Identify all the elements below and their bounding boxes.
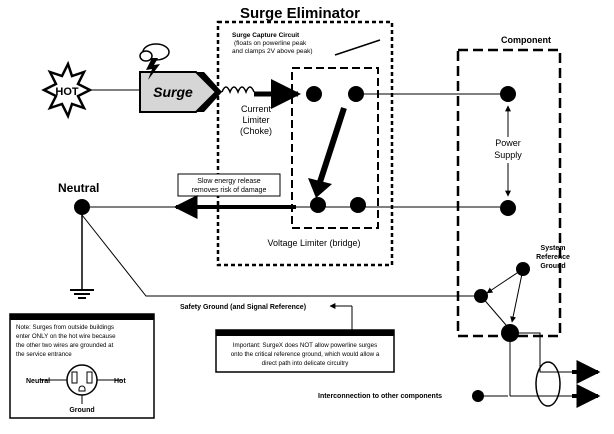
bridge-terminal <box>306 86 322 102</box>
svg-text:Surge Capture Circuit: Surge Capture Circuit <box>232 32 300 39</box>
interconnect-label: Interconnection to other components <box>318 393 442 400</box>
svg-text:System: System <box>541 245 566 252</box>
svg-text:Slow energy release: Slow energy release <box>197 178 261 185</box>
power-supply-terminal <box>500 200 516 216</box>
interconnect-terminal <box>472 390 484 402</box>
choke-coil-icon <box>221 86 255 95</box>
slow-release-box <box>177 173 281 197</box>
power-supply-terminal <box>500 86 516 102</box>
bottom-note-header-bar <box>10 314 154 320</box>
surge-arrow-shadow <box>196 72 222 112</box>
voltage-limiter-box <box>291 67 379 229</box>
outlet-icon <box>40 364 122 404</box>
svg-text:Important: SurgeX does NOT all: Important: SurgeX does NOT allow powerli… <box>233 342 377 349</box>
bridge-terminal <box>348 86 364 102</box>
diagram-title: Surge Eliminator <box>240 5 360 22</box>
hot-label: HOT <box>55 86 79 98</box>
safety-ground-label: Safety Ground (and Signal Reference) <box>180 304 306 311</box>
bundle-wire <box>510 332 580 373</box>
svg-text:and clamps 2V above peak): and clamps 2V above peak) <box>232 48 313 55</box>
svg-text:(floats on powerline peak: (floats on powerline peak <box>234 40 307 47</box>
svg-text:direct path into delicate circ: direct path into delicate circuitry <box>262 360 350 367</box>
svg-text:(Choke): (Choke) <box>240 126 272 136</box>
power-supply-label: Power Supply <box>494 138 522 160</box>
svg-text:Ground: Ground <box>540 263 565 270</box>
svg-text:Reference: Reference <box>536 254 570 261</box>
svg-text:Limiter: Limiter <box>242 115 269 125</box>
slow-release-label: Slow energy release removes risk of dama… <box>192 178 267 194</box>
earth-ground-icon <box>70 289 94 299</box>
surge-eliminator-box <box>216 20 394 267</box>
svg-text:the service entrance: the service entrance <box>16 351 72 358</box>
svg-text:the other two wires are ground: the other two wires are grounded at <box>16 342 114 349</box>
svg-text:onto the critical reference gr: onto the critical reference ground, whic… <box>231 351 380 358</box>
bridge-terminal <box>350 197 366 213</box>
component-title: Component <box>501 35 551 45</box>
svg-text:Supply: Supply <box>494 150 522 160</box>
important-note-text: Important: SurgeX does NOT allow powerli… <box>231 342 380 367</box>
capture-note-pointer <box>334 39 381 56</box>
surge-capture-note: Surge Capture Circuit (floats on powerli… <box>232 32 313 55</box>
safety-ground-wire <box>81 214 474 297</box>
surge-label: Surge <box>153 84 193 100</box>
neutral-label: Neutral <box>58 181 99 195</box>
svg-text:Current: Current <box>241 104 272 114</box>
bottom-note-text: Note: Surges from outside buildings ente… <box>16 324 116 358</box>
important-note-box <box>215 329 395 373</box>
svg-text:Power: Power <box>495 138 521 148</box>
outlet-ground-label: Ground <box>69 407 94 414</box>
lightning-cloud-icon <box>139 43 170 80</box>
svg-text:enter ONLY on the hot wire bec: enter ONLY on the hot wire because <box>16 333 116 340</box>
bridge-diagonal-arrow <box>317 107 347 183</box>
system-reference-label: System Reference Ground <box>536 245 570 270</box>
important-note-header-bar <box>216 330 394 336</box>
neutral-terminal <box>74 199 90 215</box>
current-limiter-label: Current Limiter (Choke) <box>240 104 272 136</box>
ref-link <box>510 268 524 323</box>
hot-star-icon <box>41 60 93 120</box>
ref-link <box>486 268 524 294</box>
svg-text:removes risk of damage: removes risk of damage <box>192 187 267 194</box>
cable-bundle-icon <box>535 361 561 407</box>
svg-text:Note: Surges from outside buil: Note: Surges from outside buildings <box>16 324 114 331</box>
outlet-neutral-label: Neutral <box>26 378 50 385</box>
ref-link <box>480 295 507 326</box>
voltage-limiter-label: Voltage Limiter (bridge) <box>267 238 360 248</box>
bridge-terminal <box>310 197 326 213</box>
bridge-arrow-head <box>308 178 332 198</box>
outlet-hot-label: Hot <box>114 378 126 385</box>
